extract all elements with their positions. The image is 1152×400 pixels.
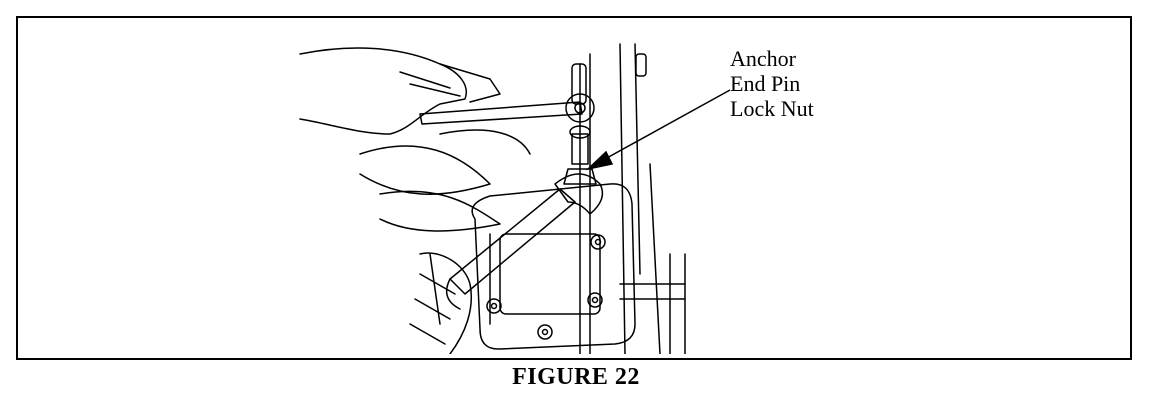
lock-nut <box>563 168 597 185</box>
cover-plate <box>499 233 601 315</box>
figure-caption: FIGURE 22 <box>512 364 640 390</box>
lower-hand <box>419 252 472 354</box>
callout-line-3: Lock Nut <box>730 96 814 121</box>
brake-adjustment-illustration <box>299 43 731 354</box>
callout-line-1: Anchor <box>730 46 796 71</box>
figure-frame <box>16 16 1132 360</box>
gearbox-cover <box>471 183 636 350</box>
callout-arrow <box>585 89 731 171</box>
upper-wrench-handle <box>419 101 583 125</box>
lower-wrench-handle <box>449 188 576 295</box>
anchor-end-pin-lock-nut-callout: Anchor End Pin Lock Nut <box>730 46 814 121</box>
callout-line-2: End Pin <box>730 71 801 96</box>
upper-hand <box>299 47 467 135</box>
